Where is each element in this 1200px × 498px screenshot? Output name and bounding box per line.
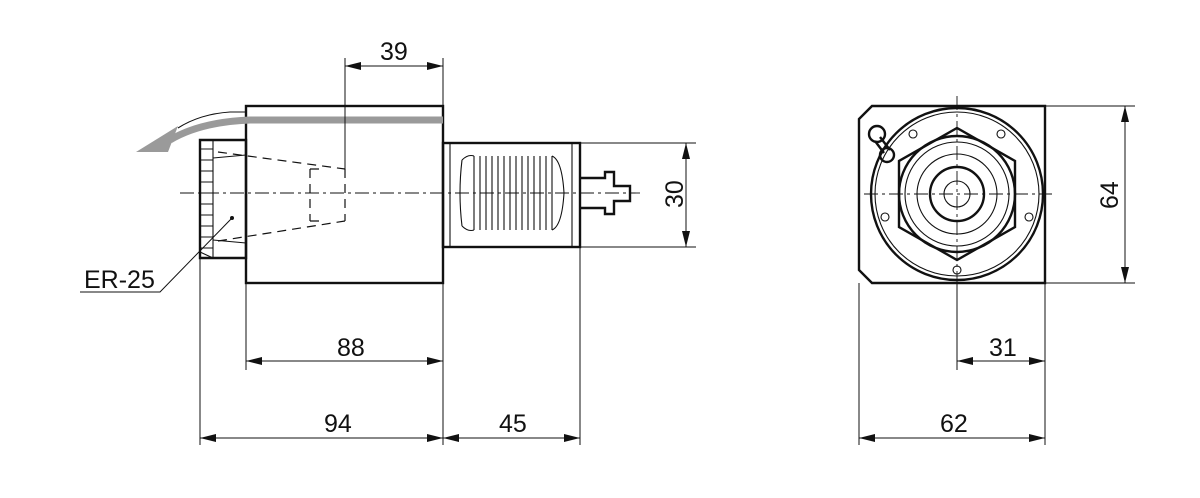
- side-extension-lines: [199, 58, 696, 445]
- coolant-flow-arrow: [136, 111, 443, 152]
- collet-label: ER-25: [84, 266, 155, 294]
- dim-64-label: 64: [1096, 181, 1124, 209]
- flange-circle: [869, 106, 1045, 282]
- nut-ring-outer: [897, 134, 1017, 254]
- dim-62-label: 62: [940, 410, 968, 438]
- dim-88-label: 88: [337, 334, 365, 362]
- dimension-64: 64: [1096, 106, 1129, 283]
- collet-nut: [198, 138, 248, 260]
- dimension-88: 88: [246, 334, 443, 365]
- shank: [441, 141, 632, 249]
- dimension-62: 62: [859, 410, 1045, 442]
- dim-39-label: 39: [380, 38, 408, 66]
- bolt-holes: [880, 129, 1034, 275]
- center-bore: [943, 180, 971, 208]
- front-view: 64 31 62: [857, 96, 1135, 445]
- coolant-lever: [867, 124, 896, 164]
- dimension-45: 45: [443, 410, 580, 442]
- nut-ring-middle: [916, 153, 998, 235]
- dim-94-label: 94: [324, 410, 352, 438]
- dimension-39: 39: [345, 38, 443, 70]
- collet-nut-outline: [897, 126, 1017, 262]
- dim-45-label: 45: [499, 410, 527, 438]
- front-extension-lines: [858, 105, 1135, 445]
- drive-tang: [580, 170, 632, 216]
- collet-bore: [928, 165, 986, 223]
- dimension-30: 30: [661, 143, 690, 247]
- dimension-31: 31: [957, 334, 1045, 365]
- dim-31-label: 31: [989, 334, 1017, 362]
- hidden-collet-taper: [217, 151, 346, 242]
- dimension-94: 94: [200, 410, 443, 442]
- side-view: ER-25 39 30: [80, 38, 696, 445]
- dim-30-label: 30: [661, 180, 689, 208]
- spline-ribs: [459, 154, 565, 232]
- er25-leader: ER-25: [80, 216, 234, 294]
